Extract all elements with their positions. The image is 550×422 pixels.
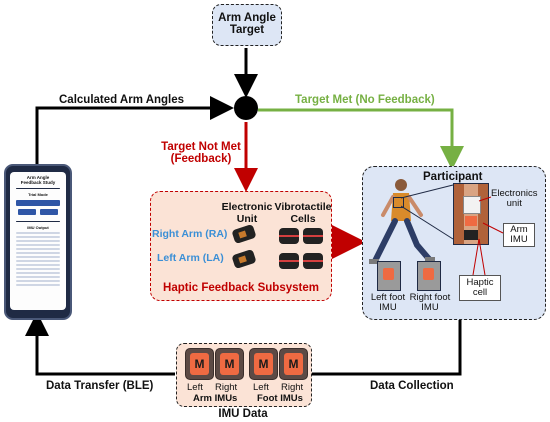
vibrotactile-heading: Vibrotactile Cells: [274, 201, 332, 225]
electronic-unit-heading: Electronic Unit: [221, 201, 273, 225]
imu-left-arm: M: [185, 348, 214, 380]
label-target-not-met: Target Not Met (Feedback): [160, 141, 242, 165]
vibrotactile-cell-la-1: [279, 253, 299, 269]
arm-imu-line1: Arm: [510, 224, 528, 235]
smartphone-app: Arm Angle Feedback Study Trial Mode IMU …: [4, 164, 72, 320]
haptic-cell-line2: cell: [472, 287, 488, 298]
participant-title: Participant: [423, 171, 483, 183]
inset-haptic-cell: [464, 230, 478, 240]
label-target-met: Target Met (No Feedback): [295, 94, 435, 106]
right-foot-imu-photo: [417, 261, 441, 291]
target-line2: Target: [229, 24, 265, 36]
haptic-cell-line1: Haptic: [466, 277, 494, 288]
arm-zoom-marker: [393, 197, 404, 208]
inset-electronics-unit: [463, 196, 481, 214]
phone-title: Arm Angle Feedback Study: [10, 175, 66, 185]
callout-lines: [472, 196, 504, 276]
vibrotactile-line1: Vibrotactile: [274, 201, 332, 213]
label-data-collection: Data Collection: [370, 380, 454, 392]
electronics-unit-callout: Electronics unit: [491, 189, 537, 209]
arm-imu-callout: Arm IMU: [503, 223, 535, 247]
haptic-cell-callout: Haptic cell: [459, 275, 501, 301]
label-data-transfer: Data Transfer (BLE): [46, 380, 154, 392]
phone-button-3[interactable]: [40, 209, 58, 215]
arm-angle-target-node: Arm Angle Target: [212, 4, 282, 46]
edge-data-transfer: [25, 312, 175, 376]
electronic-unit-line1: Electronic: [221, 201, 273, 213]
phone-section-imu: IMU Output: [27, 225, 49, 230]
phone-button-2[interactable]: [18, 209, 36, 215]
left-foot-line1: Left foot: [370, 292, 406, 303]
left-foot-imu-label: Left foot IMU: [365, 293, 411, 313]
electronic-unit-ra: [231, 223, 257, 245]
electronic-unit-line2: Unit: [236, 213, 258, 225]
imu-right-foot-label: Right: [281, 382, 304, 393]
imu-right-arm-label: Right: [215, 382, 238, 393]
left-arm-label: Left Arm (LA): [157, 252, 224, 264]
imu-left-foot: M: [249, 348, 278, 380]
right-foot-imu-label: Right foot IMU: [405, 293, 455, 313]
vibrotactile-cell-ra-1: [279, 228, 299, 244]
vibrotactile-cell-ra-2: [303, 228, 323, 244]
participant-panel: Participant Electronics unit Arm IMU Hap…: [362, 166, 546, 320]
imu-left-arm-label: Left: [187, 382, 203, 393]
phone-title-line1: Arm Angle: [26, 175, 50, 180]
electronics-unit-line1: Electronics: [491, 188, 538, 199]
not-met-line2: (Feedback): [170, 153, 232, 165]
target-line1: Arm Angle: [218, 12, 276, 24]
foot-imus-label: Foot IMUs: [257, 393, 303, 404]
zoom-lines: [401, 184, 454, 240]
junction-node: [234, 96, 258, 120]
phone-data-rows: [10, 232, 66, 286]
phone-screen: Arm Angle Feedback Study Trial Mode IMU …: [10, 172, 66, 310]
electronic-unit-la: [231, 248, 257, 270]
imu-left-foot-label: Left: [253, 382, 269, 393]
arm-imu-line2: IMU: [510, 234, 528, 245]
phone-section-trial: Trial Mode: [28, 192, 48, 197]
vibrotactile-line2: Cells: [290, 213, 316, 225]
vibrotactile-cell-la-2: [303, 253, 323, 269]
edge-data-collection: [312, 320, 462, 376]
not-met-line1: Target Not Met: [161, 141, 241, 153]
arm-imus-label: Arm IMUs: [193, 393, 238, 404]
inset-arm-imu: [465, 216, 477, 226]
haptic-subsystem-title: Haptic Feedback Subsystem: [163, 282, 319, 294]
phone-title-line2: Feedback Study: [20, 180, 56, 185]
left-foot-line2: IMU: [379, 302, 397, 313]
right-arm-label: Right Arm (RA): [152, 228, 228, 240]
edge-calculated-angles: [35, 96, 234, 168]
right-foot-line2: IMU: [421, 302, 439, 313]
left-foot-imu-photo: [377, 261, 401, 291]
phone-button-1[interactable]: [16, 200, 60, 206]
haptic-feedback-subsystem: Electronic Unit Vibrotactile Cells Right…: [150, 191, 332, 301]
right-foot-line1: Right foot: [409, 292, 451, 303]
imu-right-arm: M: [215, 348, 244, 380]
imu-data-box: M M M M Left Right Left Right Arm IMUs F…: [176, 343, 312, 407]
edge-target-met: [258, 108, 464, 170]
electronics-unit-line2: unit: [506, 198, 522, 209]
label-calculated-angles: Calculated Arm Angles: [59, 94, 185, 106]
imu-right-foot: M: [279, 348, 308, 380]
imu-data-title: IMU Data: [218, 408, 268, 420]
arm-inset-photo: [453, 183, 489, 245]
